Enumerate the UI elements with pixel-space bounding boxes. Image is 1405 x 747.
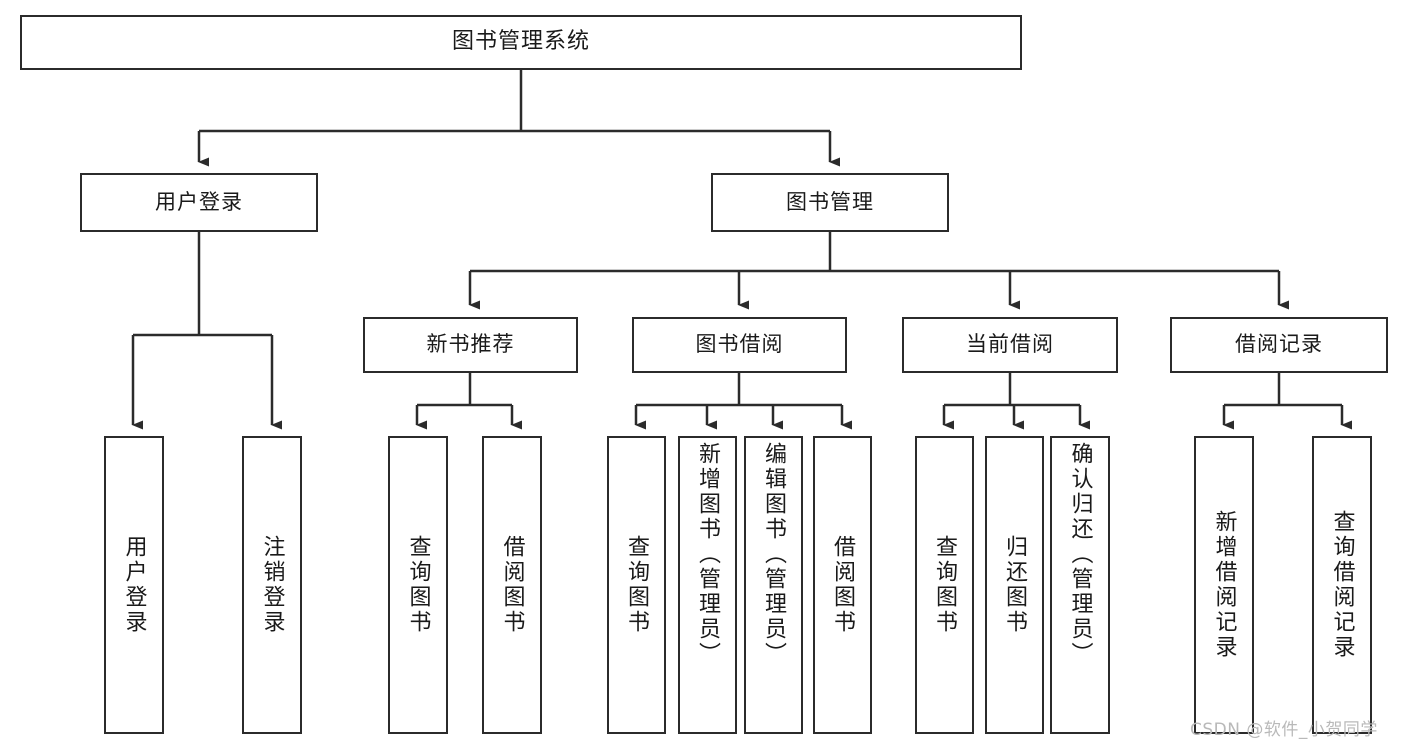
node-label: 用户登录 (121, 535, 147, 635)
node-new-book-recommend[interactable]: 新书推荐 (363, 317, 578, 373)
csdn-watermark: CSDN @软件_小贺同学 (1190, 720, 1378, 740)
node-leaf-query-book-recommend[interactable]: 查询图书 (388, 436, 448, 734)
leaf-text-wrap: 查询借阅记录 (1314, 438, 1370, 732)
node-label: 当前借阅 (966, 332, 1054, 357)
leaf-text-wrap: 用户登录 (106, 438, 162, 732)
node-leaf-user-login[interactable]: 用户登录 (104, 436, 164, 734)
node-label: 查询图书 (624, 535, 650, 635)
node-leaf-return-book[interactable]: 归还图书 (985, 436, 1044, 734)
node-label: 确认归还（管理员） (1067, 442, 1093, 667)
node-leaf-add-book-admin[interactable]: 新增图书（管理员） (678, 436, 737, 734)
leaf-text-wrap: 查询图书 (609, 438, 664, 732)
leaf-text-wrap: 查询图书 (390, 438, 446, 732)
node-label: 借阅图书 (830, 535, 856, 635)
node-root-book-management-system[interactable]: 图书管理系统 (20, 15, 1022, 70)
node-book-management[interactable]: 图书管理 (711, 173, 949, 232)
leaf-text-wrap: 注销登录 (244, 438, 300, 732)
node-label: 图书管理 (786, 189, 874, 214)
leaf-text-wrap: 确认归还（管理员） (1052, 438, 1108, 736)
node-label: 查询借阅记录 (1329, 510, 1355, 660)
leaf-text-wrap: 归还图书 (987, 438, 1042, 732)
node-label: 查询图书 (405, 535, 431, 635)
node-leaf-query-borrow-record[interactable]: 查询借阅记录 (1312, 436, 1372, 734)
node-label: 图书借阅 (695, 332, 784, 357)
node-label: 借阅图书 (499, 535, 525, 635)
node-leaf-borrow-book-recommend[interactable]: 借阅图书 (482, 436, 542, 734)
node-borrow-record[interactable]: 借阅记录 (1170, 317, 1388, 373)
leaf-text-wrap: 新增图书（管理员） (680, 438, 735, 736)
node-leaf-query-book-borrow[interactable]: 查询图书 (607, 436, 666, 734)
node-current-borrow[interactable]: 当前借阅 (902, 317, 1118, 373)
node-leaf-add-borrow-record[interactable]: 新增借阅记录 (1194, 436, 1254, 734)
node-label: 新增图书（管理员） (695, 442, 721, 667)
leaf-text-wrap: 借阅图书 (815, 438, 870, 732)
node-label: 归还图书 (1002, 535, 1028, 635)
node-leaf-query-book-current[interactable]: 查询图书 (915, 436, 974, 734)
node-label: 编辑图书（管理员） (761, 442, 787, 667)
node-leaf-confirm-return-admin[interactable]: 确认归还（管理员） (1050, 436, 1110, 734)
node-label: 查询图书 (932, 535, 958, 635)
node-leaf-user-logout[interactable]: 注销登录 (242, 436, 302, 734)
node-label: 借阅记录 (1235, 332, 1323, 357)
leaf-text-wrap: 新增借阅记录 (1196, 438, 1252, 732)
node-user-login[interactable]: 用户登录 (80, 173, 318, 232)
node-leaf-edit-book-admin[interactable]: 编辑图书（管理员） (744, 436, 803, 734)
node-label: 用户登录 (155, 189, 243, 214)
node-label: 新书推荐 (426, 332, 515, 357)
node-label: 注销登录 (259, 535, 285, 635)
node-label: 新增借阅记录 (1211, 510, 1237, 660)
node-leaf-borrow-book[interactable]: 借阅图书 (813, 436, 872, 734)
leaf-text-wrap: 查询图书 (917, 438, 972, 732)
node-book-borrow[interactable]: 图书借阅 (632, 317, 847, 373)
leaf-text-wrap: 编辑图书（管理员） (746, 438, 801, 736)
node-label: 图书管理系统 (451, 29, 590, 55)
leaf-text-wrap: 借阅图书 (484, 438, 540, 732)
